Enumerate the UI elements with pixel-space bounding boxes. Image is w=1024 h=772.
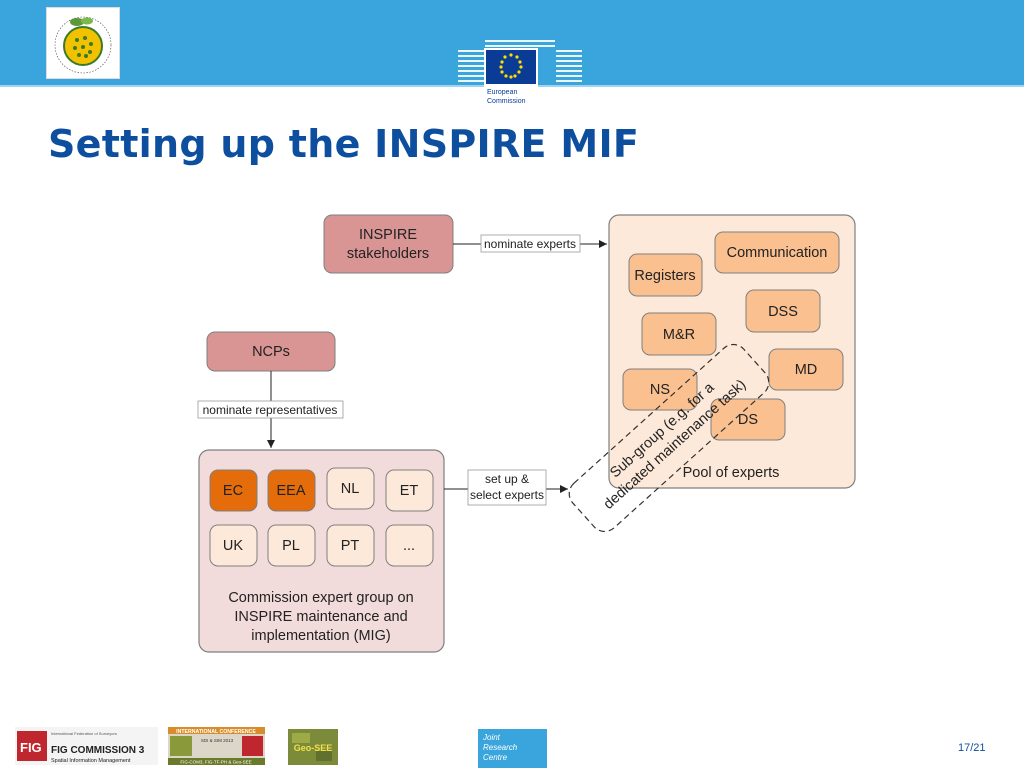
nominate-representatives-label: nominate representatives (203, 403, 338, 417)
mig-container (198, 449, 445, 653)
stakeholders-line1: INSPIRE (359, 227, 417, 243)
mig-member-eea-label: EEA (276, 483, 305, 499)
european-commission-logo: European Commission (455, 22, 585, 112)
conference-logo: INTERNATIONAL CONFERENCE SDI & SIM 2013 … (168, 727, 265, 765)
jrc-logo: Joint Research Centre (478, 729, 547, 768)
pool-box-registers: Registers (628, 253, 703, 297)
pool-box-communication-label: Communication (727, 245, 828, 261)
pool-box-ds: DS (710, 398, 786, 441)
mig-member-ec: EC (209, 469, 258, 512)
mig-member-et-label: ET (400, 483, 419, 499)
pool-box-ns-label: NS (650, 382, 670, 398)
pool-of-experts-label: Pool of experts (683, 465, 780, 481)
fig-small-text: International Federation of Surveyors (51, 731, 117, 736)
nominate-experts-label: nominate experts (484, 237, 576, 251)
fig-commission-logo: FIG International Federation of Surveyor… (15, 727, 158, 765)
pool-box-ds-label: DS (738, 412, 758, 428)
pool-box-registers-label: Registers (634, 268, 695, 284)
conference-title: INTERNATIONAL CONFERENCE (176, 729, 256, 735)
mig-member-pt: PT (326, 524, 375, 567)
mig-member-more: ... (385, 524, 434, 567)
jrc-line3: Centre (483, 753, 508, 762)
pool-box-md-label: MD (795, 362, 818, 378)
mig-label-line2: INSPIRE maintenance and (234, 609, 407, 625)
fig-subtitle: Spatial Information Management (51, 758, 131, 764)
mig-member-et: ET (385, 469, 434, 512)
fig-title: FIG COMMISSION 3 (51, 745, 145, 756)
ec-logo-line2: Commission (487, 98, 526, 105)
conference-line: SDI & SIM 2013 (201, 738, 234, 743)
mig-member-nl: NL (326, 467, 375, 510)
geosee-logo: Geo-SEE (288, 729, 338, 765)
mig-member-pl: PL (267, 524, 316, 567)
pool-box-dss-label: DSS (768, 304, 798, 320)
ncps-node: NCPs (206, 331, 336, 372)
mig-label-line1: Commission expert group on (228, 590, 413, 606)
setup-label-line2: select experts (470, 488, 544, 502)
mig-member-uk-label: UK (223, 538, 243, 554)
mig-member-ec-label: EC (223, 483, 243, 499)
pool-box-dss: DSS (745, 289, 821, 333)
mig-member-nl-label: NL (341, 481, 360, 497)
mig-member-more-label: ... (403, 538, 415, 554)
mig-member-eea: EEA (267, 469, 316, 512)
svg-text:FIG: FIG (20, 740, 42, 755)
slide-title: Setting up the INSPIRE MIF (48, 122, 640, 166)
pool-box-md: MD (768, 348, 844, 391)
jrc-line1: Joint (482, 733, 501, 742)
ec-logo-line1: European (487, 89, 517, 96)
mig-member-uk: UK (209, 524, 258, 567)
inspire-logo (46, 7, 120, 79)
pool-box-communication: Communication (714, 231, 840, 274)
conference-subtitle: FIG-COM3, FIG-TF-PH & Geo-SEE (180, 760, 251, 765)
mig-member-pt-label: PT (341, 538, 360, 554)
page-number: 17/21 (958, 742, 986, 754)
pool-box-ns: NS (622, 368, 698, 411)
mig-member-pl-label: PL (282, 538, 300, 554)
stakeholders-node: INSPIRE stakeholders (323, 214, 454, 274)
stakeholders-line2: stakeholders (347, 246, 429, 262)
pool-box-mr: M&R (641, 312, 717, 356)
jrc-line2: Research (483, 743, 518, 752)
pool-box-mr-label: M&R (663, 327, 695, 343)
setup-label-line1: set up & (485, 472, 529, 486)
ncps-label: NCPs (252, 344, 290, 360)
mig-label-line3: implementation (MIG) (251, 628, 390, 644)
geosee-text: Geo-SEE (294, 743, 333, 753)
